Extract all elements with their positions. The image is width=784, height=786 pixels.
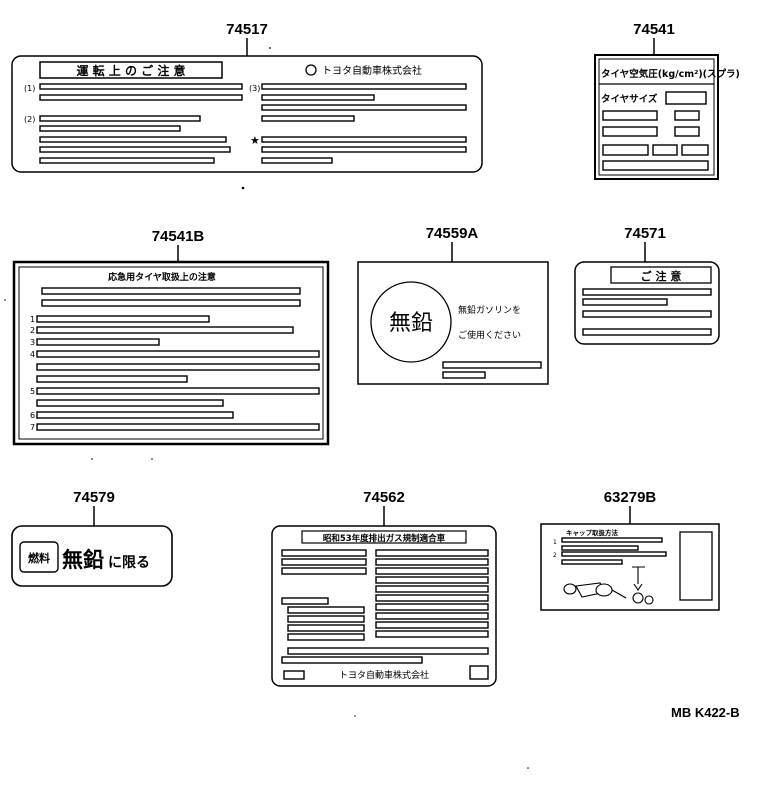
diagram-code: MB K422-B [671, 705, 740, 720]
label-74541: 74541 タイヤ空気圧(kg/cm²)(スプラ) タイヤサイズ [594, 21, 740, 180]
label-74559a-line-2: ご使用ください [458, 329, 521, 341]
label-74517-star: ★ [250, 134, 260, 147]
label-74517: 74517 運 転 上 の ご 注 意 トヨタ自動車株式会社 (1) (2) (… [11, 21, 483, 173]
part-number-74541[interactable]: 74541 [633, 21, 675, 38]
label-74541b-item-1: 1 [30, 315, 35, 324]
label-74579-only: に限る [108, 555, 150, 571]
label-74562-maker: トヨタ自動車株式会社 [339, 669, 429, 681]
label-74541b: 74541B 応急用タイヤ取扱上の注意 1 2 3 4 5 6 7 [12, 228, 330, 446]
lead-free-circle [370, 281, 452, 363]
label-74517-maker: トヨタ自動車株式会社 [322, 64, 422, 77]
label-74562-right-bars [375, 549, 489, 638]
label-74541b-item-6: 6 [30, 411, 35, 420]
label-74541b-item-2: 2 [30, 326, 35, 335]
part-number-74571[interactable]: 74571 [624, 225, 666, 242]
label-74562-left-bars [281, 549, 489, 664]
label-74541b-item-5: 5 [30, 387, 35, 396]
label-74541b-item-7: 7 [30, 423, 35, 432]
toyota-logo-icon [305, 64, 317, 76]
label-74517-title: 運 転 上 の ご 注 意 [76, 63, 185, 78]
scan-specks [4, 47, 529, 769]
label-74559a-line-1: 無鉛ガソリンを [458, 304, 521, 316]
cap-handling-illustration-icon [563, 566, 654, 605]
label-74559a-mark: 無鉛 [389, 311, 433, 336]
label-74571: 74571 ご 注 意 [574, 225, 720, 345]
label-74517-item-3: (3) [249, 84, 260, 93]
label-74562-title: 昭和53年度排出ガス規制適合車 [323, 533, 446, 544]
label-74541b-title: 応急用タイヤ取扱上の注意 [108, 271, 216, 283]
label-74559a: 74559A 無鉛 無鉛ガソリンを ご使用ください [357, 225, 549, 385]
label-74579: 74579 燃料 無鉛 に限る [11, 489, 173, 587]
label-74517-text-bars [39, 83, 467, 164]
label-74562: 74562 昭和53年度排出ガス規制適合車 [271, 489, 497, 687]
part-number-74517[interactable]: 74517 [226, 21, 268, 38]
label-74517-item-1: (1) [24, 84, 35, 93]
part-number-74541b[interactable]: 74541B [152, 228, 205, 245]
label-74579-unleaded: 無鉛 [62, 548, 104, 572]
part-number-63279b[interactable]: 63279B [604, 489, 657, 506]
part-number-74579[interactable]: 74579 [73, 489, 115, 506]
label-63279b-item-1: 1 [553, 539, 557, 546]
label-74579-fuel: 燃料 [27, 551, 50, 565]
label-74541-pressure: タイヤ空気圧(kg/cm²)(スプラ) [601, 68, 740, 80]
label-74541b-item-4: 4 [30, 350, 35, 359]
label-63279b-title: キャップ取扱方法 [566, 528, 619, 537]
label-74541-boxes [602, 91, 709, 171]
label-74517-item-2: (2) [24, 115, 35, 124]
label-74541b-item-3: 3 [30, 338, 35, 347]
label-63279b: 63279B キャップ取扱方法 1 2 [540, 489, 720, 611]
label-74541-size: タイヤサイズ [601, 93, 658, 105]
part-number-74559a[interactable]: 74559A [426, 225, 479, 242]
part-number-74562[interactable]: 74562 [363, 489, 405, 506]
label-74541b-text-bars [36, 287, 320, 431]
label-63279b-item-2: 2 [553, 552, 557, 559]
label-74571-title: ご 注 意 [641, 269, 682, 283]
